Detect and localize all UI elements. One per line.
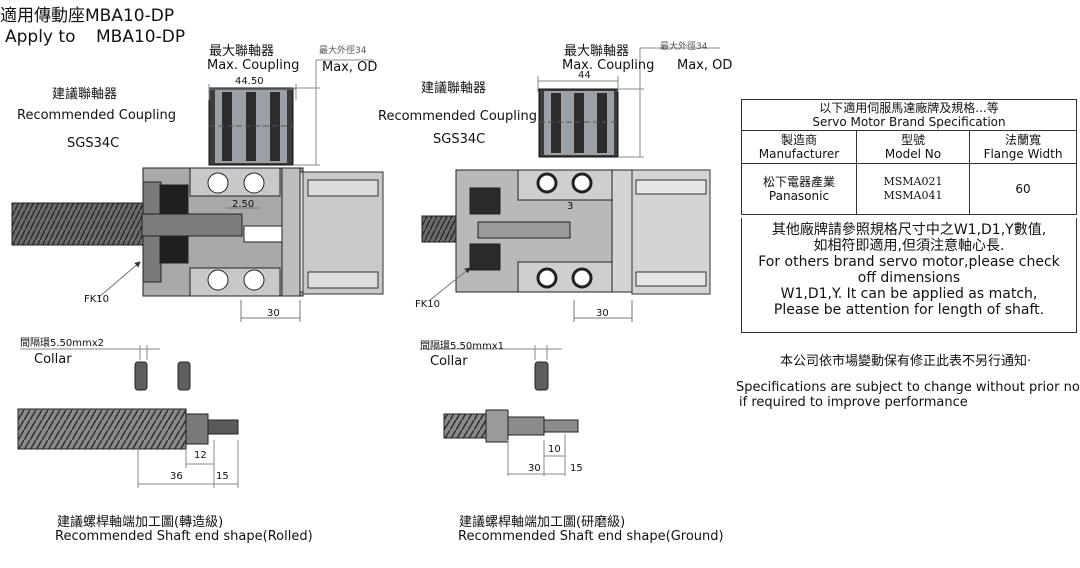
left-shaft-dim-15: 15 bbox=[216, 471, 229, 482]
left-collars bbox=[20, 345, 191, 391]
right-shaft-dim-30: 30 bbox=[528, 463, 541, 474]
left-bearing-label: FK10 bbox=[84, 294, 110, 305]
flange-value: 60 bbox=[969, 163, 1077, 215]
left-rec-coupling-en: Recommended Coupling bbox=[17, 108, 176, 123]
right-collars bbox=[420, 345, 562, 391]
right-max-coupling bbox=[538, 88, 619, 158]
table-title-en: Servo Motor Brand Specification bbox=[812, 115, 1006, 129]
left-max-coupling bbox=[208, 87, 294, 166]
model-2: MSMA041 bbox=[883, 189, 943, 202]
left-collar-en: Collar bbox=[34, 352, 72, 367]
left-max-od-zh: 最大外徑34 bbox=[319, 46, 367, 56]
right-coupling-model: SGS34C bbox=[433, 132, 486, 147]
right-max-coupling-en: Max. Coupling bbox=[562, 58, 655, 73]
header-manufacturer-zh: 製造商 bbox=[780, 133, 817, 147]
right-shaft-end bbox=[443, 409, 579, 476]
left-max-od-en: Max, OD bbox=[322, 60, 378, 75]
left-collar-zh: 間隔環5.50mmx2 bbox=[20, 338, 105, 349]
right-shaft-caption-en: Recommended Shaft end shape(Ground) bbox=[458, 529, 724, 544]
right-housing bbox=[455, 169, 633, 293]
note-en-4: Please be attention for length of shaft. bbox=[773, 302, 1045, 318]
right-max-od-zh: 最大外徑34 bbox=[660, 42, 708, 52]
right-shaft-dim-10: 10 bbox=[548, 444, 561, 455]
right-max-coupling-zh: 最大聯軸器 bbox=[564, 44, 630, 59]
maker-zh: 松下電器產業 bbox=[762, 175, 835, 189]
right-dim-flange: 30 bbox=[596, 308, 609, 319]
model-1: MSMA021 bbox=[883, 175, 943, 188]
right-shaft-caption-zh: 建議螺桿軸端加工圖(研磨級) bbox=[459, 515, 626, 530]
left-shaft-caption-zh: 建議螺桿軸端加工圖(轉造級) bbox=[57, 515, 224, 530]
left-housing bbox=[141, 167, 307, 297]
left-motor bbox=[302, 171, 384, 295]
left-ball-screw bbox=[11, 202, 158, 246]
disclaimer-zh: 本公司依市場變動保有修正此表不另行通知· bbox=[780, 354, 1032, 369]
table-header-row: 製造商 Manufacturer 型號 Model No 法蘭寬 Flange … bbox=[741, 130, 1077, 164]
header-model-zh: 型號 bbox=[900, 133, 925, 147]
left-rec-coupling-zh: 建議聯軸器 bbox=[52, 87, 118, 102]
right-bearing-label: FK10 bbox=[415, 299, 441, 310]
left-shaft-dim-12: 12 bbox=[194, 450, 207, 461]
right-dim-gap: 3 bbox=[567, 201, 574, 212]
right-rec-coupling-en: Recommended Coupling bbox=[378, 109, 537, 124]
left-shaft-caption-en: Recommended Shaft end shape(Rolled) bbox=[55, 529, 313, 544]
header-flange-zh: 法蘭寬 bbox=[1004, 133, 1041, 147]
right-dim-width: 44 bbox=[578, 70, 591, 81]
right-motor bbox=[631, 169, 711, 295]
left-dim-gap: 2.50 bbox=[232, 199, 255, 210]
title-zh: 適用傳動座MBA10-DP bbox=[0, 6, 175, 26]
left-assembly bbox=[11, 59, 384, 488]
right-collar-en: Collar bbox=[430, 354, 468, 369]
note-en-3: W1,D1,Y. It can be applied as match, bbox=[780, 286, 1038, 302]
servo-spec-table: 以下適用伺服馬達廠牌及規格...等 Servo Motor Brand Spec… bbox=[741, 99, 1077, 215]
left-shaft-dim-36: 36 bbox=[170, 471, 183, 482]
right-collar-zh: 間隔環5.50mmx1 bbox=[420, 341, 505, 352]
note-zh-2: 如相符即適用,但須注意軸心長. bbox=[813, 238, 1005, 254]
disclaimer-en-1: Specifications are subject to change wit… bbox=[736, 380, 1080, 395]
disclaimer-en-2: if required to improve performance bbox=[739, 395, 968, 410]
right-rec-coupling-zh: 建議聯軸器 bbox=[421, 81, 487, 96]
note-en-2: off dimensions bbox=[857, 270, 961, 286]
left-od-dimension bbox=[208, 59, 374, 166]
header-manufacturer-en: Manufacturer bbox=[758, 147, 840, 161]
left-max-coupling-en: Max. Coupling bbox=[207, 58, 300, 73]
right-od-dimension bbox=[537, 47, 720, 158]
note-en-1: For others brand servo motor,please chec… bbox=[758, 254, 1060, 270]
left-dim-flange: 30 bbox=[267, 308, 280, 319]
right-assembly bbox=[420, 47, 720, 476]
header-flange-en: Flange Width bbox=[983, 147, 1063, 161]
left-coupling-model: SGS34C bbox=[67, 136, 120, 151]
title-en-model: MBA10-DP bbox=[96, 27, 186, 47]
left-max-coupling-zh: 最大聯軸器 bbox=[209, 44, 275, 59]
right-shaft-dim-15: 15 bbox=[570, 463, 583, 474]
table-row: 松下電器產業 Panasonic MSMA021 MSMA041 60 bbox=[741, 163, 1077, 215]
table-title-zh: 以下適用伺服馬達廠牌及規格...等 bbox=[819, 101, 999, 115]
maker-en: Panasonic bbox=[768, 189, 830, 203]
other-brand-note: 其他廠牌請參照規格尺寸中之W1,D1,Y數值, 如相符即適用,但須注意軸心長. … bbox=[741, 218, 1077, 333]
title-en-prefix: Apply to bbox=[5, 27, 76, 47]
left-dim-width: 44.50 bbox=[235, 76, 264, 87]
table-title-row: 以下適用伺服馬達廠牌及規格...等 Servo Motor Brand Spec… bbox=[741, 99, 1077, 131]
note-zh-1: 其他廠牌請參照規格尺寸中之W1,D1,Y數值, bbox=[771, 222, 1047, 238]
left-shaft-end bbox=[17, 408, 239, 488]
header-model-en: Model No bbox=[884, 147, 942, 161]
right-max-od-en: Max, OD bbox=[677, 58, 733, 73]
